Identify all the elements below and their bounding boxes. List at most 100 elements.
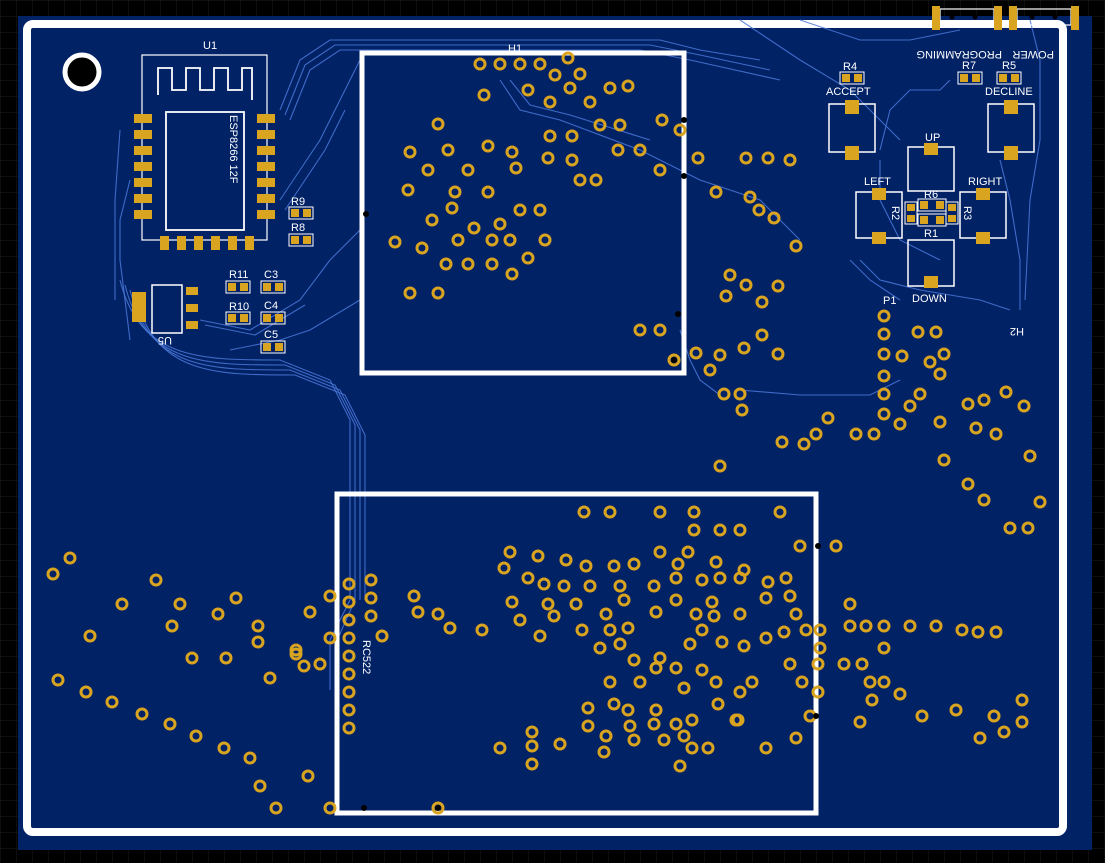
via-hole bbox=[263, 671, 277, 685]
via-hole bbox=[63, 551, 77, 565]
via-hole bbox=[621, 621, 635, 635]
via-hole bbox=[297, 659, 311, 673]
via-hole bbox=[569, 597, 583, 611]
via-hole bbox=[561, 51, 575, 65]
via-hole bbox=[755, 328, 769, 342]
via-hole bbox=[581, 719, 595, 733]
via-hole bbox=[733, 571, 747, 585]
via-hole bbox=[525, 725, 539, 739]
via-hole bbox=[583, 579, 597, 593]
via-hole bbox=[783, 153, 797, 167]
drill-dot bbox=[671, 357, 677, 363]
r2-footprint bbox=[904, 201, 918, 225]
via-hole bbox=[809, 427, 823, 441]
via-hole bbox=[342, 595, 356, 609]
via-hole bbox=[342, 631, 356, 645]
via-hole bbox=[135, 707, 149, 721]
via-hole bbox=[733, 387, 747, 401]
left-label: LEFT bbox=[864, 176, 891, 188]
via-hole bbox=[649, 605, 663, 619]
via-hole bbox=[657, 733, 671, 747]
via-hole bbox=[79, 685, 93, 699]
via-hole bbox=[733, 685, 747, 699]
via-hole bbox=[467, 221, 481, 235]
via-hole bbox=[1023, 449, 1037, 463]
via-hole bbox=[599, 729, 613, 743]
via-hole bbox=[425, 213, 439, 227]
via-hole bbox=[759, 741, 773, 755]
h2-label: H2 bbox=[1010, 325, 1024, 337]
via-hole bbox=[509, 161, 523, 175]
via-hole bbox=[493, 57, 507, 71]
up-label: UP bbox=[925, 132, 940, 144]
via-hole bbox=[737, 341, 751, 355]
via-hole bbox=[955, 623, 969, 637]
via-hole bbox=[1003, 521, 1017, 535]
via-hole bbox=[548, 68, 562, 82]
via-hole bbox=[797, 437, 811, 451]
via-hole bbox=[505, 267, 519, 281]
left-button-footprint bbox=[855, 188, 903, 244]
r3-footprint bbox=[945, 201, 959, 225]
via-hole bbox=[521, 83, 535, 97]
via-hole bbox=[703, 363, 717, 377]
via-hole bbox=[717, 387, 731, 401]
r8-label: R8 bbox=[291, 222, 305, 234]
via-hole bbox=[149, 573, 163, 587]
via-hole bbox=[933, 415, 947, 429]
r6-label: R6 bbox=[924, 189, 938, 201]
via-hole bbox=[364, 573, 378, 587]
via-hole bbox=[893, 417, 907, 431]
r9-label: R9 bbox=[291, 196, 305, 208]
via-hole bbox=[695, 573, 709, 587]
via-hole bbox=[219, 651, 233, 665]
via-hole bbox=[911, 325, 925, 339]
via-hole bbox=[613, 579, 627, 593]
via-hole bbox=[243, 751, 257, 765]
via-hole bbox=[701, 741, 715, 755]
via-hole bbox=[777, 625, 791, 639]
via-hole bbox=[759, 631, 773, 645]
via-hole bbox=[649, 703, 663, 717]
via-hole bbox=[607, 559, 621, 573]
via-hole bbox=[977, 393, 991, 407]
via-hole bbox=[573, 173, 587, 187]
via-hole bbox=[621, 703, 635, 717]
via-hole bbox=[493, 217, 507, 231]
via-hole bbox=[715, 635, 729, 649]
via-hole bbox=[342, 613, 356, 627]
via-hole bbox=[691, 151, 705, 165]
via-hole bbox=[513, 613, 527, 627]
via-hole bbox=[185, 651, 199, 665]
via-hole bbox=[999, 385, 1013, 399]
via-hole bbox=[653, 505, 667, 519]
via-hole bbox=[485, 257, 499, 271]
u5-regulator bbox=[132, 284, 198, 334]
via-hole bbox=[677, 729, 691, 743]
via-hole bbox=[627, 733, 641, 747]
via-hole bbox=[867, 427, 881, 441]
u5-label: U5 bbox=[158, 334, 172, 346]
via-hole bbox=[685, 741, 699, 755]
via-hole bbox=[687, 523, 701, 537]
via-hole bbox=[669, 717, 683, 731]
via-hole bbox=[752, 203, 766, 217]
via-hole bbox=[977, 493, 991, 507]
via-hole bbox=[547, 609, 561, 623]
via-hole bbox=[603, 81, 617, 95]
via-hole bbox=[431, 117, 445, 131]
via-hole bbox=[411, 605, 425, 619]
via-hole bbox=[771, 279, 785, 293]
via-hole bbox=[443, 621, 457, 635]
via-hole bbox=[877, 347, 891, 361]
via-hole bbox=[735, 403, 749, 417]
via-hole bbox=[505, 595, 519, 609]
via-hole bbox=[623, 719, 637, 733]
r4-label: R4 bbox=[843, 61, 857, 73]
via-hole bbox=[655, 113, 669, 127]
power-header bbox=[1009, 6, 1079, 30]
via-hole bbox=[173, 597, 187, 611]
via-hole bbox=[513, 57, 527, 71]
via-hole bbox=[543, 95, 557, 109]
